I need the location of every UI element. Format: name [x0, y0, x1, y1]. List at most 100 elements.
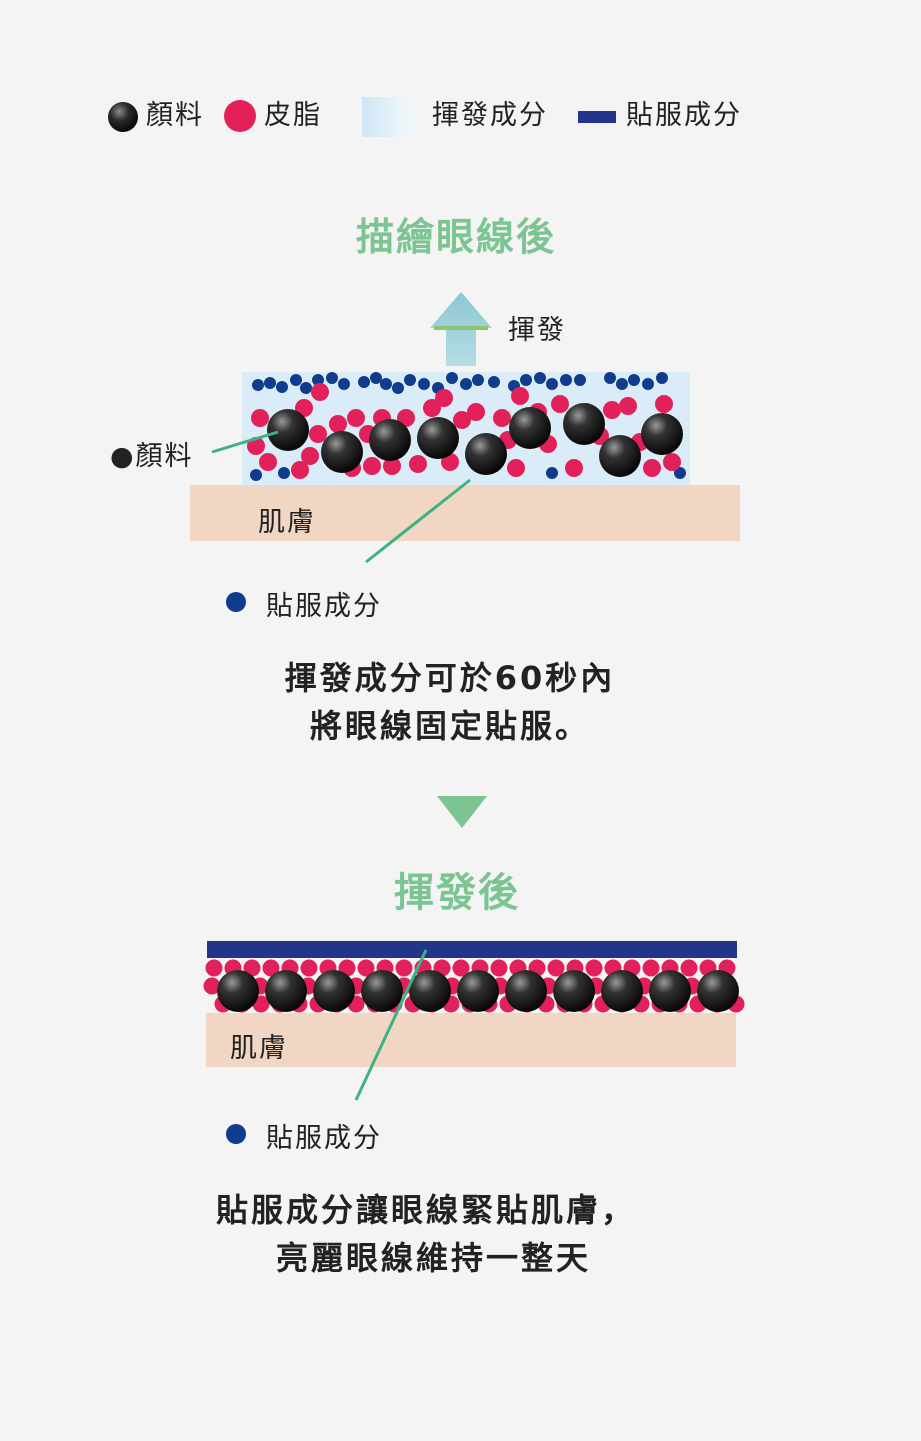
sebum-particle — [291, 461, 309, 479]
sebum-particle — [655, 395, 673, 413]
adhesive-particle — [642, 378, 654, 390]
adhesive-particle — [276, 381, 288, 393]
sebum-particle — [619, 397, 637, 415]
adhesive-particle — [370, 372, 382, 384]
caption-1-line2: 將眼線固定貼服。 — [309, 707, 590, 745]
sebum-particle — [259, 453, 277, 471]
sebum-particle — [511, 387, 529, 405]
adhesive-particle — [674, 467, 686, 479]
sebum-particle — [547, 959, 565, 977]
sebum-particle — [493, 409, 511, 427]
adhesive-particle — [628, 374, 640, 386]
skin-label-2: 肌膚 — [230, 1033, 288, 1064]
pigment-label: ●顏料 — [110, 441, 194, 472]
sebum-particle — [383, 457, 401, 475]
sebum-particle — [363, 457, 381, 475]
adhesive-particle — [604, 372, 616, 384]
pigment-particle — [553, 970, 595, 1012]
sebum-particle — [642, 959, 660, 977]
section2-title: 揮發後 — [394, 870, 520, 916]
adhesive-dot-icon — [226, 592, 246, 612]
adhesive-label-1: 貼服成分 — [266, 591, 382, 622]
pigment-particle — [457, 970, 499, 1012]
sebum-particle — [205, 959, 223, 977]
caption-2-line2: 亮麗眼線維持一整天 — [276, 1239, 592, 1277]
adhesive-legend-swatch — [578, 111, 616, 123]
sebum-particle — [357, 959, 375, 977]
adhesive-particle — [656, 372, 668, 384]
triangle-down-icon — [437, 796, 487, 828]
sebum-particle — [262, 959, 280, 977]
sebum-particle — [329, 415, 347, 433]
pigment-particle — [509, 407, 551, 449]
adhesive-particle — [312, 374, 324, 386]
section1-title: 描繪眼線後 — [356, 215, 557, 259]
pigment-particle — [417, 417, 459, 459]
sebum-particle — [203, 977, 221, 995]
sebum-particle — [243, 959, 261, 977]
adhesive-particle — [250, 469, 262, 481]
volatile-legend-swatch — [362, 97, 424, 137]
legend-volatile-label: 揮發成分 — [432, 100, 548, 131]
skin-layer-2 — [206, 1013, 736, 1067]
adhesive-dot-icon-2 — [226, 1124, 246, 1144]
sebum-particle — [565, 459, 583, 477]
sebum-legend-icon — [224, 100, 256, 132]
adhesive-particle — [264, 377, 276, 389]
sebum-particle — [507, 459, 525, 477]
adhesive-particle — [418, 378, 430, 390]
pigment-particle — [505, 970, 547, 1012]
adhesive-pointer-line — [365, 478, 471, 564]
adhesive-particle — [534, 372, 546, 384]
adhesive-particle — [278, 467, 290, 479]
pigment-particle — [563, 403, 605, 445]
sebum-particle — [603, 401, 621, 419]
pigment-particle — [641, 413, 683, 455]
sebum-particle — [301, 447, 319, 465]
sebum-particle — [423, 399, 441, 417]
sebum-particle — [663, 453, 681, 471]
adhesive-particle — [338, 378, 350, 390]
adhesive-particle — [300, 382, 312, 394]
pigment-particle — [601, 970, 643, 1012]
sebum-particle — [347, 409, 365, 427]
adhesive-particle — [446, 372, 458, 384]
adhesive-particle — [326, 372, 338, 384]
adhesive-particle — [392, 382, 404, 394]
pigment-particle — [409, 970, 451, 1012]
sebum-particle — [643, 459, 661, 477]
sebum-particle — [309, 425, 327, 443]
pigment-legend-icon — [108, 102, 138, 132]
sebum-particle — [300, 959, 318, 977]
legend: 顏料 皮脂 揮發成分 貼服成分 — [100, 95, 840, 140]
adhesive-label-2: 貼服成分 — [266, 1123, 382, 1154]
adhesive-particle — [546, 378, 558, 390]
pigment-particle — [465, 433, 507, 475]
pigment-particle — [313, 970, 355, 1012]
sebum-particle — [409, 455, 427, 473]
adhesive-particle — [358, 376, 370, 388]
pigment-particle — [369, 419, 411, 461]
adhesive-layer — [207, 941, 737, 958]
adhesive-particle — [488, 376, 500, 388]
before-diagram — [190, 372, 740, 564]
adhesive-particle — [460, 378, 472, 390]
evaporate-label: 揮發 — [508, 315, 566, 346]
legend-pigment-label: 顏料 — [146, 100, 204, 131]
adhesive-particle — [380, 378, 392, 390]
pigment-particle — [697, 970, 739, 1012]
adhesive-particle — [560, 374, 572, 386]
adhesive-particle — [574, 374, 586, 386]
sebum-particle — [680, 959, 698, 977]
caption-1: 揮發成分可於60秒內 將眼線固定貼服。 — [160, 654, 740, 750]
after-diagram — [203, 941, 745, 1101]
pigment-particle — [217, 970, 259, 1012]
sebum-particle — [395, 959, 413, 977]
adhesive-particle — [472, 374, 484, 386]
sebum-particle — [551, 395, 569, 413]
skin-label-1: 肌膚 — [258, 507, 316, 538]
pigment-particle — [267, 409, 309, 451]
adhesive-particle — [616, 378, 628, 390]
sebum-particle — [435, 389, 453, 407]
adhesive-particle — [546, 467, 558, 479]
